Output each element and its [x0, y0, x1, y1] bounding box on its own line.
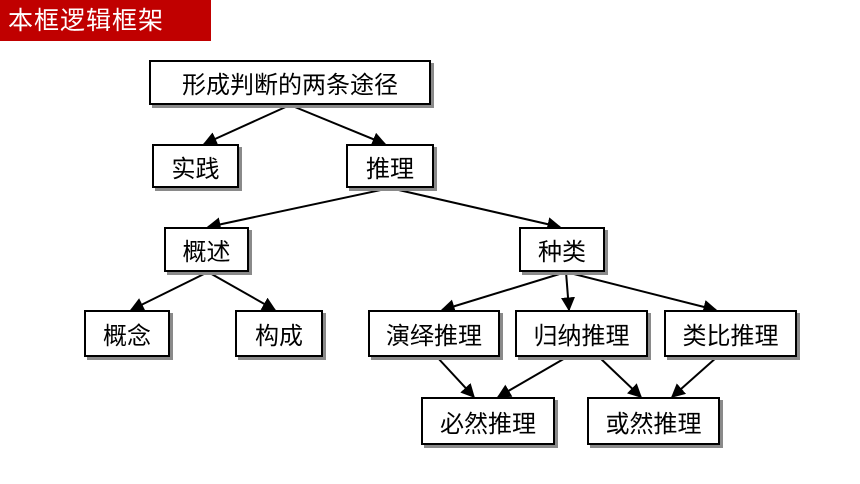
- arrow-types-to-analogical: [565, 271, 718, 314]
- node-inductive: 归纳推理: [515, 310, 648, 357]
- arrow-deductive-to-necessary: [436, 356, 475, 399]
- node-analogical: 类比推理: [664, 310, 797, 357]
- node-practice: 实践: [152, 144, 239, 188]
- arrow-types-to-deductive: [440, 271, 567, 314]
- node-necessary: 必然推理: [421, 397, 555, 445]
- arrow-inductive-to-probable: [598, 356, 643, 398]
- section-title-banner: 本框逻辑框架: [0, 0, 211, 41]
- arrow-root-to-reasoning: [289, 104, 387, 146]
- arrow-analogical-to-probable: [670, 356, 718, 398]
- node-reasoning: 推理: [346, 144, 434, 188]
- arrow-inductive-to-necessary: [496, 356, 568, 398]
- node-concept: 概念: [84, 310, 170, 357]
- arrow-reasoning-to-overview: [206, 187, 391, 232]
- node-composition: 构成: [235, 310, 323, 357]
- node-deductive: 演绎推理: [368, 310, 500, 357]
- node-root: 形成判断的两条途径: [149, 60, 431, 105]
- arrow-reasoning-to-types: [389, 187, 562, 232]
- node-probable: 或然推理: [587, 397, 720, 445]
- arrow-overview-to-composition: [207, 271, 277, 311]
- node-overview: 概述: [164, 227, 249, 272]
- node-types: 种类: [519, 227, 605, 272]
- arrow-root-to-practice: [202, 104, 291, 146]
- arrow-types-to-inductive: [561, 271, 575, 312]
- arrow-overview-to-concept: [129, 271, 209, 311]
